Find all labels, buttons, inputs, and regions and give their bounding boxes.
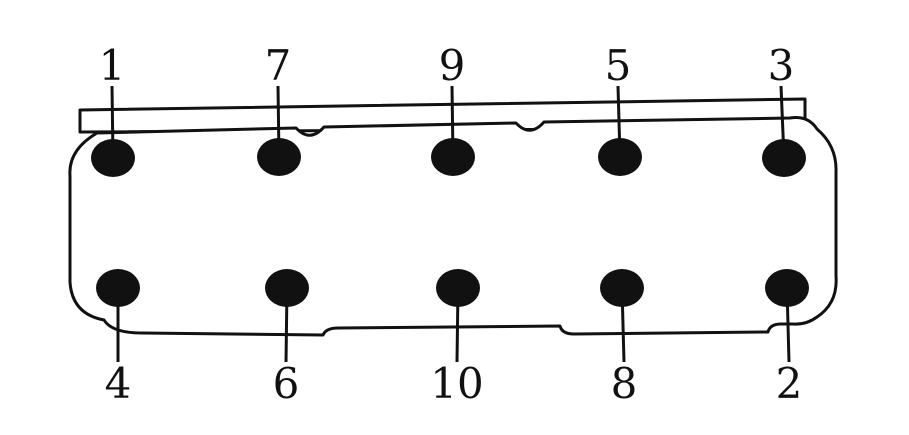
bolt-dot: [598, 138, 642, 176]
bolt-number-label: 4: [105, 359, 132, 408]
bolt-group: 1 7 9 5 3 4 6 10 8 2: [91, 41, 809, 408]
bolt-dot: [600, 269, 644, 307]
bolt-dot: [765, 269, 809, 307]
bolt-dot: [96, 269, 140, 307]
bolt-number-label: 8: [611, 359, 638, 408]
bolt-number-label: 9: [439, 41, 466, 90]
bolt-number-label: 5: [605, 41, 632, 90]
bolt-number-label: 6: [273, 359, 300, 408]
bolt-dot: [257, 138, 301, 176]
bolt-dot: [91, 139, 135, 177]
bolt-dot: [762, 139, 806, 177]
bolt-number-label: 2: [776, 359, 803, 408]
bolt-number-label: 1: [99, 41, 126, 90]
bolt-number-label: 7: [265, 41, 292, 90]
bolt-number-label: 3: [768, 41, 795, 90]
bolt-number-label: 10: [430, 359, 483, 408]
bolt-dot: [431, 138, 475, 176]
bolt-dot: [436, 269, 480, 307]
bolt-dot: [265, 269, 309, 307]
